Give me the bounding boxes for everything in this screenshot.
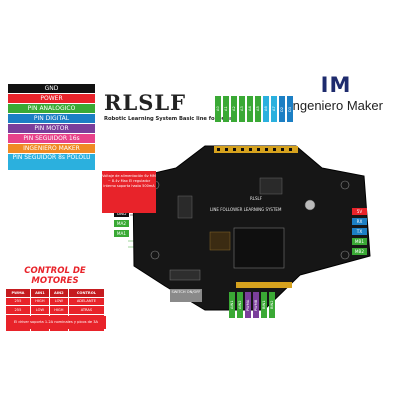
table-cell: PWMA — [5, 288, 31, 298]
table-cell: HIGH — [48, 305, 69, 315]
top-pin-tag: A0 — [215, 96, 221, 122]
top-pin-tag: A3 — [239, 96, 245, 122]
table-cell: AIN1 — [29, 288, 50, 298]
legend-item: POWER — [8, 94, 95, 103]
top-pin-tag: D2 — [279, 96, 285, 122]
table-cell: LOW — [48, 296, 69, 306]
right_tags-tag: 5V — [352, 208, 367, 215]
right_tags-tag: MB2 — [352, 248, 367, 255]
right_tags-tag: MB1 — [352, 238, 367, 245]
legend-item: PIN ANALOGICO — [8, 104, 95, 113]
legend-item: PIN DIGITAL — [8, 114, 95, 123]
top-pin-tag: A2 — [231, 96, 237, 122]
right_tags-tag: TX — [352, 228, 367, 235]
legend-item: PIN SEGUIDOR 16s — [8, 134, 95, 143]
motor-control-title: CONTROL DE MOTORES — [24, 266, 86, 286]
switch-label: SWITCH ON/OFF — [170, 289, 202, 302]
table-cell: 255 — [5, 296, 31, 306]
table-cell: AIN2 — [48, 288, 69, 298]
top-pin-tag: A5 — [255, 96, 261, 122]
ingeniero-maker-logo: IM Ingeniero Maker — [286, 74, 386, 113]
top-pin-tag: A7 — [271, 96, 277, 122]
top-pin-tag: A6 — [263, 96, 269, 122]
board-label: LINE FOLLOWER LEARNING SYSTEM — [210, 207, 282, 212]
bottom-pin-tag: BIN1 — [261, 292, 267, 318]
im-logo-mark: IM — [320, 73, 352, 97]
legend-item: INGENIERO MAKER — [8, 144, 95, 153]
legend-item: PIN MOTOR — [8, 124, 95, 133]
power-callout: Voltaje de alimentación 6v MM ~ 8.4v Max… — [102, 171, 156, 213]
bottom-pin-tag: AIN1 — [229, 292, 235, 318]
left_tags-tag: MA1 — [114, 230, 129, 237]
legend-item: PIN SEGUIDOR 8s POLOLU — [8, 154, 95, 170]
bottom-pin-tag: BIN2 — [269, 292, 275, 318]
brand-block: RLSLF Robotic Learning System Basic line… — [104, 90, 233, 123]
right_tags-tag: RX — [352, 218, 367, 225]
top-pin-tag: A1 — [223, 96, 229, 122]
driver-note: El driver soporta 1.2A nominales y picos… — [6, 316, 106, 329]
brand-title: RLSLF — [104, 90, 187, 115]
table-cell: CONTROL — [67, 288, 106, 298]
bottom-pin-tag: PWMA — [245, 292, 251, 318]
table-cell: ATRAS — [67, 305, 106, 315]
im-logo-text: Ingeniero Maker — [289, 98, 383, 113]
top-pin-tag: D3 — [287, 96, 293, 122]
legend-item: GND — [8, 84, 95, 93]
top-pin-tag: A4 — [247, 96, 253, 122]
table-cell: 255 — [5, 305, 31, 315]
bottom-pin-tag: PWMB — [253, 292, 259, 318]
table-cell: LOW — [29, 305, 50, 315]
table-cell: HIGH — [29, 296, 50, 306]
left_tags-tag: MA2 — [114, 220, 129, 227]
table-cell: ADELANTE — [67, 296, 106, 306]
bottom-pin-tag: AIN2 — [237, 292, 243, 318]
left_tags-tag: GND — [114, 210, 129, 217]
board-label-short: RLSLF — [250, 196, 263, 201]
brand-subtitle: Robotic Learning System Basic line follo… — [104, 116, 233, 122]
